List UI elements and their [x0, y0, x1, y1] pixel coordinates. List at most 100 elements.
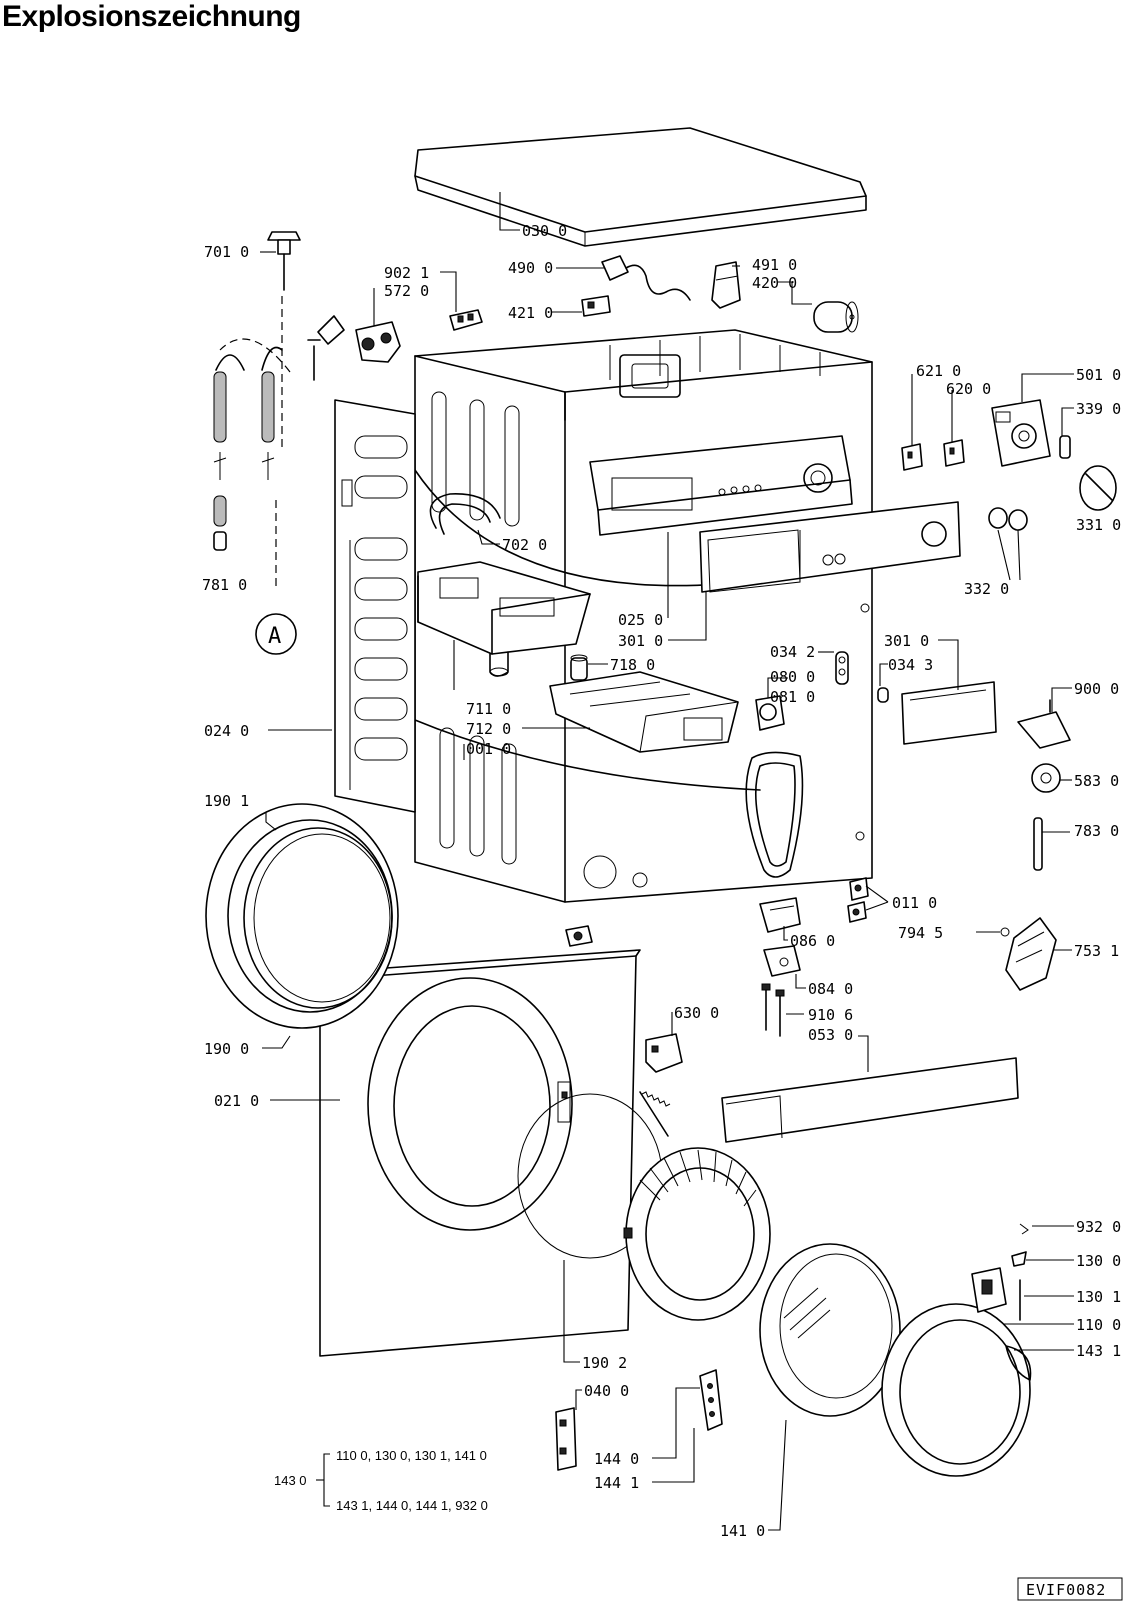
label-572-0: 572 0: [384, 282, 429, 300]
top-cover: [414, 127, 867, 247]
gasket-spring: [639, 1091, 671, 1137]
program-knob: [1079, 465, 1117, 511]
programmer-timer: [991, 399, 1051, 467]
door-hinge: [971, 1267, 1007, 1313]
label-490-0: 490 0: [508, 259, 553, 277]
detergent-drawer: [549, 671, 739, 753]
inlet-hose: [213, 296, 291, 590]
label-011-0: 011 0: [892, 894, 937, 912]
filter-clip: [449, 309, 483, 331]
mains-cable: [601, 255, 691, 301]
label-421-0: 421 0: [508, 304, 553, 322]
cable-clamp: [711, 261, 741, 309]
kit-label: 143 0: [274, 1473, 307, 1488]
door-inner-frame: [623, 1147, 771, 1321]
inlet-valve: [355, 321, 401, 363]
label-491-0: 491 0: [752, 256, 797, 274]
door-handle: [699, 1369, 723, 1431]
label-025-0: 025 0: [618, 611, 663, 629]
label-040-0: 040 0: [584, 1382, 629, 1400]
hose: [429, 493, 501, 535]
label-331-0: 331 0: [1076, 516, 1121, 534]
label-143-1: 143 1: [1076, 1342, 1121, 1360]
label-794-5: 794 5: [898, 924, 943, 942]
label-932-0: 932 0: [1076, 1218, 1121, 1236]
kit-note: 143 0 110 0, 130 0, 130 1, 141 0 143 1, …: [274, 1448, 488, 1513]
label-701-0: 701 0: [204, 243, 249, 261]
door-catch: [555, 1407, 577, 1471]
service-panel-cover: [901, 681, 997, 745]
capacitor: [813, 301, 859, 333]
detail-marker-a: [255, 613, 297, 655]
damper-bracket: [763, 945, 801, 977]
water-inlet-connector: [267, 231, 301, 291]
pressure-tubes: [835, 651, 889, 703]
label-301-0-a: 301 0: [618, 632, 663, 650]
label-130-0: 130 0: [1076, 1252, 1121, 1270]
interference-suppressor: [581, 295, 611, 317]
label-144-1: 144 1: [594, 1474, 639, 1492]
hinge-pin: [1033, 817, 1043, 871]
reference-code: EVIF0082: [1026, 1581, 1106, 1599]
label-190-1: 190 1: [204, 792, 249, 810]
damper-clip: [759, 897, 801, 933]
program-switches: [901, 439, 965, 471]
rubber-foot: [565, 925, 593, 947]
tub-seal-ring: [205, 803, 399, 1029]
label-501-0: 501 0: [1076, 366, 1121, 384]
door-outer-ring: [881, 1303, 1032, 1477]
label-583-0: 583 0: [1074, 772, 1119, 790]
label-718-0: 718 0: [610, 656, 655, 674]
label-080-0: 080 0: [770, 668, 815, 686]
plinth: [721, 1057, 1019, 1143]
label-339-0: 339 0: [1076, 400, 1121, 418]
kit-line-1: 110 0, 130 0, 130 1, 141 0: [336, 1448, 487, 1463]
label-620-0: 620 0: [946, 380, 991, 398]
label-030-0: 030 0: [522, 222, 567, 240]
side-panel: [334, 399, 416, 813]
heater-element: [755, 695, 785, 731]
label-086-0: 086 0: [790, 932, 835, 950]
label-021-0: 021 0: [214, 1092, 259, 1110]
label-902-1: 902 1: [384, 264, 429, 282]
label-900-0: 900 0: [1074, 680, 1119, 698]
siphon-cap: [570, 654, 588, 681]
label-712-0: 712 0: [466, 720, 511, 738]
label-301-0-b: 301 0: [884, 632, 929, 650]
label-130-1: 130 1: [1076, 1288, 1121, 1306]
label-053-0: 053 0: [808, 1026, 853, 1044]
label-141-0: 141 0: [720, 1522, 765, 1540]
door-switch: [645, 1033, 683, 1073]
door-glass: [759, 1243, 901, 1417]
kit-line-2: 143 1, 144 0, 144 1, 932 0: [336, 1498, 488, 1513]
label-190-2: 190 2: [582, 1354, 627, 1372]
label-144-0: 144 0: [594, 1450, 639, 1468]
page-title: Explosionszeichnung: [2, 0, 301, 33]
label-110-0: 110 0: [1076, 1316, 1121, 1334]
door-interlock: [1005, 917, 1057, 991]
label-753-1: 753 1: [1074, 942, 1119, 960]
timer-spindle: [1059, 435, 1071, 459]
pressure-switch: [1031, 763, 1061, 793]
label-detail-a: A: [268, 624, 281, 649]
fascia-panel: [699, 501, 961, 593]
label-034-2: 034 2: [770, 643, 815, 661]
label-001-0: 001 0: [466, 740, 511, 758]
small-ring: [1000, 927, 1010, 937]
dispenser-housing: [417, 561, 591, 677]
valve-bracket: [307, 315, 345, 381]
label-081-0: 081 0: [770, 688, 815, 706]
label-783-0: 783 0: [1074, 822, 1119, 840]
label-420-0: 420 0: [752, 274, 797, 292]
label-084-0: 084 0: [808, 980, 853, 998]
leader-lines: [260, 192, 1074, 1531]
label-332-0: 332 0: [964, 580, 1009, 598]
label-702-0: 702 0: [502, 536, 547, 554]
front-panel: [319, 949, 641, 1357]
drain-hose-loop: [745, 751, 804, 878]
label-024-0: 024 0: [204, 722, 249, 740]
label-910-6: 910 6: [808, 1006, 853, 1024]
label-781-0: 781 0: [202, 576, 247, 594]
label-621-0: 621 0: [916, 362, 961, 380]
